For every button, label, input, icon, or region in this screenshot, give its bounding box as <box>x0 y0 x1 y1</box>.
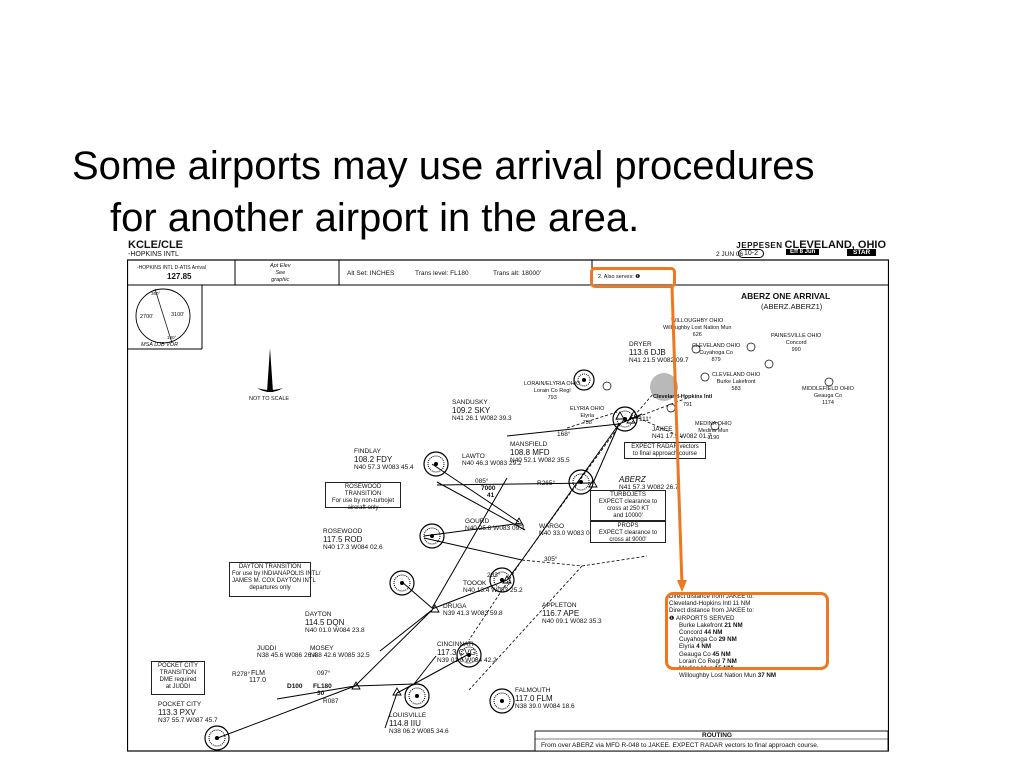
expect-radar-note: EXPECT RADAR vectors to final approach c… <box>624 442 706 459</box>
list-item: Cuyahoga Co 29 NM <box>679 636 737 644</box>
star-badge: STAR <box>847 249 877 256</box>
airports-served-highlight <box>665 592 829 670</box>
msa-caption: MSA DJB VOR <box>141 342 179 348</box>
msa-bearing-1: 360° <box>151 291 161 296</box>
procedure-title: ABERZ ONE ARRIVAL <box>741 291 831 301</box>
routing-text: From over ABERZ via MFD R-048 to JAKEE. … <box>541 742 819 749</box>
msa-right: 3100' <box>171 312 185 318</box>
direct-distance-line2: Cleveland-Hopkins Intl 11 NM <box>669 600 751 608</box>
list-item: Lorain Co Regl 7 NM <box>679 657 737 665</box>
not-to-scale: NOT TO SCALE <box>249 396 290 402</box>
atis-label: -HOPKINS INTL D-ATIS Arrival <box>137 265 206 271</box>
props-note: PROPS EXPECT clearance to cross at 9000' <box>590 521 666 543</box>
route-label: 283° <box>487 572 501 579</box>
route-label: 168° <box>557 431 571 438</box>
airport-code: KCLE/CLE <box>128 239 183 251</box>
slide-title-line2: for another airport in the area. <box>110 196 640 240</box>
route-label: 7000 <box>481 485 496 492</box>
airport-name: -HOPKINS INTL <box>128 251 179 258</box>
msa-left: 2700' <box>140 314 154 320</box>
list-item: Elyria 4 NM <box>679 643 712 651</box>
main-airport-elev: 791 <box>683 402 693 408</box>
direct-distance-line3: Direct distance from JAKEE to: <box>669 607 754 615</box>
route-label: 41 <box>487 492 495 499</box>
chart-date: 2 JUN 06 <box>716 251 744 258</box>
chart-index: 10-2 <box>738 249 765 258</box>
route-label: 111° <box>639 416 652 423</box>
procedure-code: (ABERZ.ABERZ1) <box>761 302 823 311</box>
airports-served-panel: Direct distance from JAKEE to: Cleveland… <box>669 593 776 679</box>
atis-frequency: 127.85 <box>167 272 192 281</box>
msa-bearing-2: 180° <box>167 335 177 340</box>
jeppesen-logo: JEPPESEN <box>736 241 783 250</box>
slide-title: Some airports may use arrival procedures… <box>72 140 952 244</box>
also-serves-highlight <box>590 267 676 288</box>
main-airport-name: Cleveland-Hopkins Intl <box>653 394 713 400</box>
route-label: 085° <box>475 478 489 485</box>
route-label: 305° <box>544 556 558 563</box>
route-label: FLM <box>251 670 265 677</box>
route-label: R087 <box>323 698 339 705</box>
turbojets-note: TURBOJETS EXPECT clearance to cross at 2… <box>590 490 666 521</box>
list-item: Burke Lakefront 21 NM <box>679 621 743 629</box>
route-label: D100 <box>287 683 303 690</box>
apt-elev: Apt Elev See graphic <box>270 263 291 283</box>
airports-served-header: ❶ AIRPORTS SERVED <box>669 614 735 622</box>
route-label: R278° <box>232 671 251 678</box>
trans-level: Trans level: FL180 <box>415 270 469 277</box>
list-item: Geauga Co 45 NM <box>679 650 731 658</box>
also-serves-note: 2. Also serves: ❶ <box>598 274 641 280</box>
route-label: 30 <box>317 690 325 697</box>
effective-date: Eff 8 Jun <box>786 249 820 255</box>
trans-alt: Trans alt: 18000' <box>493 270 541 277</box>
routing-title: ROUTING <box>702 732 732 739</box>
direct-distance-line1: Direct distance from JAKEE to: <box>669 593 754 600</box>
alt-set: Alt Set: INCHES <box>347 270 395 277</box>
list-item: Concord 44 NM <box>679 629 723 637</box>
route-label: 097° <box>317 670 331 677</box>
city-name: CLEVELAND, OHIO <box>784 239 886 251</box>
route-label: FL180 <box>313 683 332 690</box>
route-label: R265° <box>537 480 556 487</box>
route-label: 117.0 <box>249 677 266 684</box>
slide-title-line1: Some airports may use arrival procedures <box>72 144 815 188</box>
list-item: Willoughby Lost Nation Mun 37 NM <box>679 672 777 680</box>
